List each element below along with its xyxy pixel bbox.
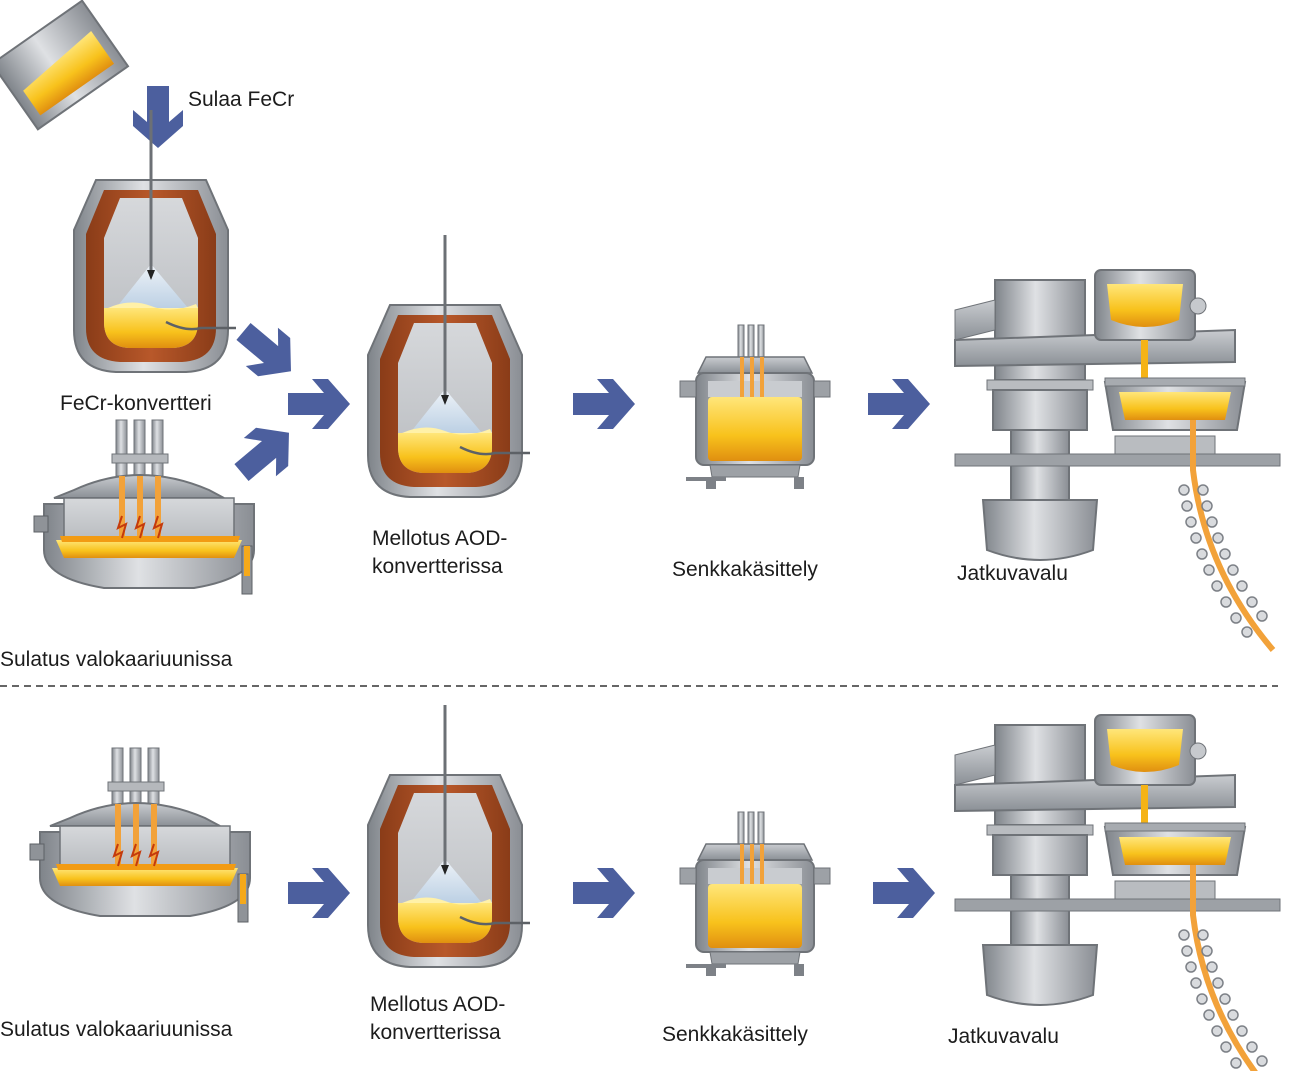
aod-converter-icon xyxy=(366,703,532,969)
continuous-caster-icon xyxy=(955,270,1280,650)
electric-arc-furnace-icon xyxy=(29,747,251,923)
ladle-treatment-icon xyxy=(679,811,831,977)
label-bottom-eaf: Sulatus valokaariuunissa xyxy=(0,1018,233,1041)
arrow-icon xyxy=(573,379,635,429)
arrow-icon xyxy=(227,312,308,391)
arrow-icon xyxy=(288,379,350,429)
arrow-icon xyxy=(873,868,935,918)
arrow-icon xyxy=(288,868,350,918)
arrow-icon xyxy=(133,86,183,148)
label-fecr-konvertteri: FeCr-konvertteri xyxy=(60,392,212,415)
label-top-caster: Jatkuvavalu xyxy=(957,562,1068,585)
label-bottom-aod-line2: konvertterissa xyxy=(370,1021,501,1044)
aod-converter-icon xyxy=(366,233,532,499)
label-top-eaf: Sulatus valokaariuunissa xyxy=(0,648,233,671)
arrow-icon xyxy=(868,379,930,429)
label-top-aod-line1: Mellotus AOD- xyxy=(372,527,508,550)
label-bottom-ladle: Senkkakäsittely xyxy=(662,1023,808,1046)
label-sulaa-fecr: Sulaa FeCr xyxy=(188,88,295,111)
electric-arc-furnace-icon xyxy=(33,419,255,595)
ladle-treatment-icon xyxy=(679,324,831,490)
fecr-converter-icon xyxy=(72,108,238,374)
arrow-icon xyxy=(225,413,306,492)
arrow-icon xyxy=(573,868,635,918)
label-bottom-aod-line1: Mellotus AOD- xyxy=(370,993,506,1016)
continuous-caster-icon xyxy=(955,715,1280,1071)
label-bottom-caster: Jatkuvavalu xyxy=(948,1025,1059,1048)
label-top-aod-line2: konvertterissa xyxy=(372,555,503,578)
fecr-ladle-icon xyxy=(0,0,130,131)
label-top-ladle: Senkkakäsittely xyxy=(672,558,818,581)
